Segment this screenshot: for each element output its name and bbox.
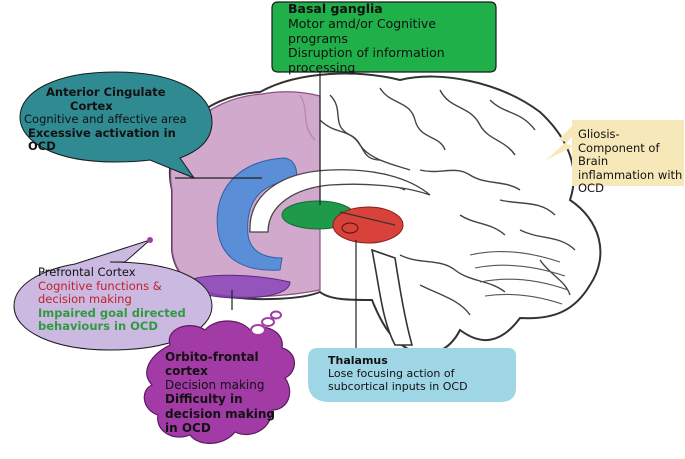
thalamus-inner <box>341 222 359 234</box>
acc-line2: Excessive activation in OCD <box>28 125 176 154</box>
orbito-frontal-title: Orbito-frontal cortex <box>165 350 259 379</box>
prefrontal-line1: Cognitive functions & decision making <box>38 278 162 307</box>
thalamus-callout <box>308 348 516 402</box>
lightning-icon <box>546 126 574 160</box>
acc-line1: Cognitive and affective area <box>24 112 187 127</box>
acc-text: Anterior Cingulate Cortex Cognitive and … <box>24 85 206 154</box>
thalamus-line1: Lose focusing action of subcortical inpu… <box>328 366 468 393</box>
thalamus-text: Thalamus Lose focusing action of subcort… <box>328 354 508 394</box>
sulci-lines <box>299 87 576 316</box>
prefrontal-callout <box>13 239 213 351</box>
basal-ganglia-line2: Disruption of information processing <box>288 45 445 75</box>
orbito-frontal-line2: Difficulty in decision making in OCD <box>165 392 276 435</box>
cerebellum-lines <box>469 250 569 305</box>
prefrontal-title: Prefrontal Cortex <box>38 265 136 279</box>
acc-title-b: Cortex <box>70 98 113 113</box>
basal-ganglia-title: Basal ganglia <box>288 1 383 16</box>
thalamus-title: Thalamus <box>328 354 388 367</box>
basal-ganglia-line1: Motor amd/or Cognitive programs <box>288 15 437 46</box>
gliosis-callout <box>572 120 684 186</box>
orbito-frontal-callout <box>143 320 295 444</box>
gliosis-text: Gliosis-Component of Brain inflammation … <box>578 127 683 196</box>
brainstem <box>370 248 414 346</box>
orbito-frontal-line1: Decision making <box>165 378 265 393</box>
prefrontal-dot <box>147 237 153 243</box>
basal-ganglia-callout <box>271 1 497 73</box>
acc-callout <box>19 71 213 180</box>
basal-ganglia-text: Basal ganglia Motor amd/or Cognitive pro… <box>288 1 488 76</box>
pointer-lines <box>175 72 357 350</box>
thalamus-line <box>339 211 396 226</box>
thalamus-region <box>332 206 404 244</box>
prefrontal-text: Prefrontal Cortex Cognitive functions & … <box>38 265 208 334</box>
acc-title-a: Anterior Cingulate <box>46 85 166 99</box>
corpus-callosum <box>249 169 431 233</box>
orbito-frontal-text: Orbito-frontal cortex Decision making Di… <box>165 350 287 435</box>
prefrontal-line2: Impaired goal directed behaviours in OCD <box>38 305 186 334</box>
thought-bubbles <box>250 310 282 336</box>
cingulate-region <box>216 157 298 271</box>
